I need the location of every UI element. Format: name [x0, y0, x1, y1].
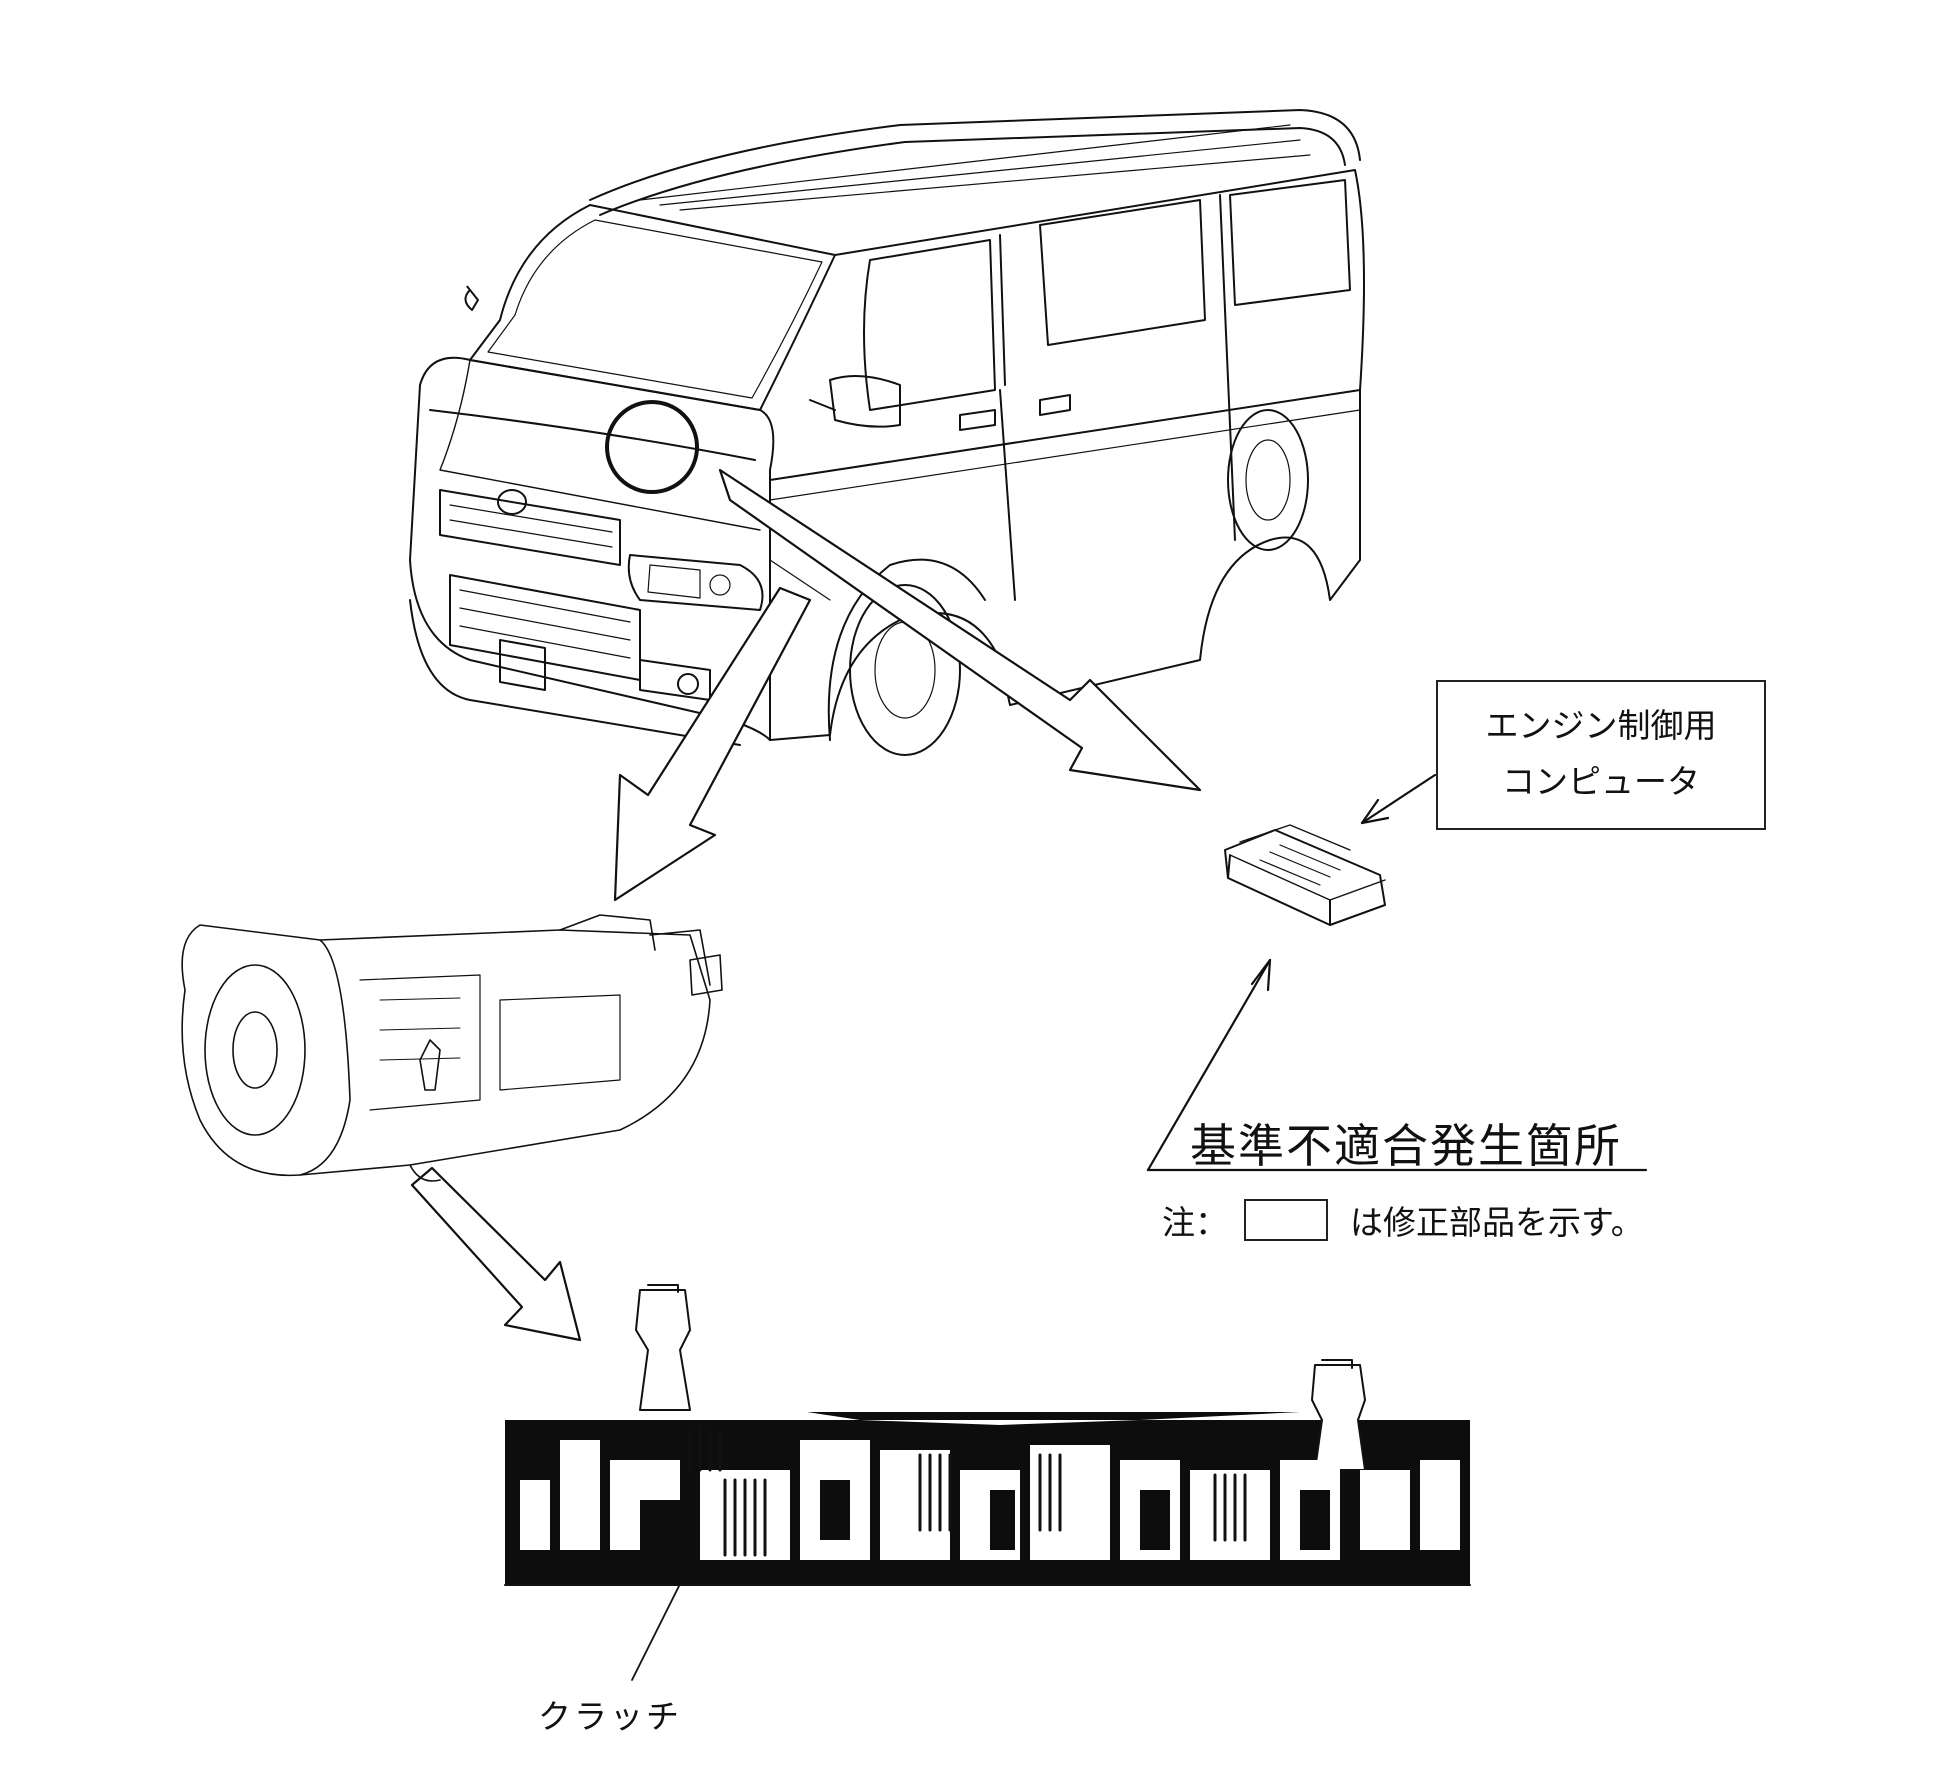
transmission-illustration	[181, 914, 723, 1182]
legend-note-prefix: 注：	[1162, 1203, 1228, 1242]
ecu-illustration	[1224, 824, 1386, 926]
ecu-label-box: エンジン制御用 コンピュータ	[1436, 680, 1766, 830]
transmission-cutaway	[504, 1284, 1471, 1586]
clutch-label: クラッチ	[538, 1697, 682, 1736]
legend-note: 注： は修正部品を示す。	[1162, 1196, 1644, 1244]
highlight-circle	[605, 400, 699, 494]
nonconformity-title: 基準不適合発生箇所	[1190, 1119, 1622, 1173]
ecu-label-line2: コンピュータ	[1502, 762, 1700, 801]
arrows	[410, 468, 1648, 1681]
van-illustration	[409, 109, 1365, 756]
ecu-label-line1: エンジン制御用	[1485, 706, 1717, 745]
legend-box-swatch	[1244, 1199, 1328, 1241]
legend-note-suffix: は修正部品を示す。	[1350, 1203, 1644, 1242]
